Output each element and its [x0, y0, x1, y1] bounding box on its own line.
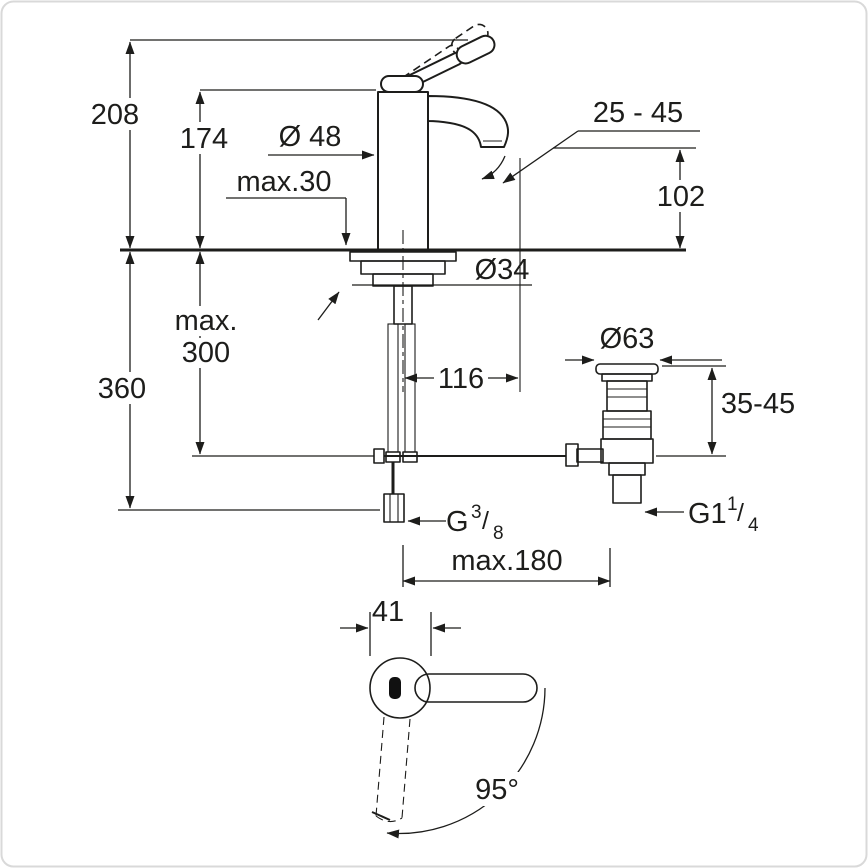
waste-tailpiece [612, 474, 642, 504]
pop-up-waste-assembly [565, 363, 659, 504]
thread-label-g38: G 3 / 8 [446, 502, 504, 544]
dim-label-300: 300 [182, 337, 230, 369]
handle-top-view [414, 673, 538, 703]
dim-label-48: Ø 48 [279, 121, 342, 153]
hose-right [404, 323, 416, 453]
dim-label-95: 95° [475, 774, 519, 806]
dim-label-208: 208 [91, 99, 139, 131]
lever-boss [380, 75, 424, 93]
dim-label-max180: max.180 [451, 545, 562, 577]
rod-knob [565, 443, 579, 467]
g38-hex-fitting [383, 493, 405, 523]
dim-label-3545: 35-45 [721, 388, 795, 420]
supply-hoses [383, 323, 418, 523]
rotated-handle-tip [371, 811, 391, 821]
g38-den: 8 [493, 523, 504, 544]
dim-label-174: 174 [180, 123, 228, 155]
dim-label-max30: max.30 [236, 166, 331, 198]
hose-left [387, 323, 399, 453]
g38-slash: / [482, 507, 489, 535]
handle-rotated-dashed [371, 716, 411, 823]
dim-label-102: 102 [657, 181, 705, 213]
faucet-body [377, 91, 429, 251]
waste-upper-body [606, 380, 648, 412]
lever-raised-dashed [399, 23, 489, 90]
rod-lever-housing [576, 448, 604, 463]
faucet-top-view [369, 657, 546, 839]
stream-adjust-arrow [481, 155, 506, 180]
g38-num: 3 [471, 502, 482, 523]
stream-angle-line [502, 130, 579, 184]
waste-mid-body [602, 410, 652, 440]
dim-label-34: Ø34 [475, 254, 530, 286]
waste-flange [595, 363, 659, 375]
dim-label-360: 360 [98, 373, 146, 405]
faucet-side-view [377, 23, 510, 251]
swing-arc-95 [386, 687, 546, 839]
dim-label-41: 41 [372, 596, 404, 628]
dim-label-63: Ø63 [600, 323, 655, 355]
g114-slash: / [737, 499, 744, 527]
body-top-view [369, 657, 431, 719]
dimension-labels: 208 174 Ø 48 max.30 25 - 45 102 Ø34 max.… [88, 97, 795, 806]
g114-g: G1 [688, 498, 727, 530]
g114-den: 4 [748, 515, 759, 536]
dim-label-max: max. [175, 305, 238, 337]
dim-label-116: 116 [438, 363, 484, 395]
g114-num: 1 [727, 494, 738, 515]
spout [427, 95, 510, 148]
rod-joint [373, 448, 385, 464]
thread-label-g114: G1 1 / 4 [688, 494, 759, 536]
dim-max30-up [317, 291, 340, 321]
lever-slot [389, 677, 401, 699]
knurled-nut [600, 438, 654, 464]
dimension-lines [118, 39, 726, 656]
g38-g: G [446, 506, 469, 538]
dim-label-2545: 25 - 45 [593, 97, 683, 129]
